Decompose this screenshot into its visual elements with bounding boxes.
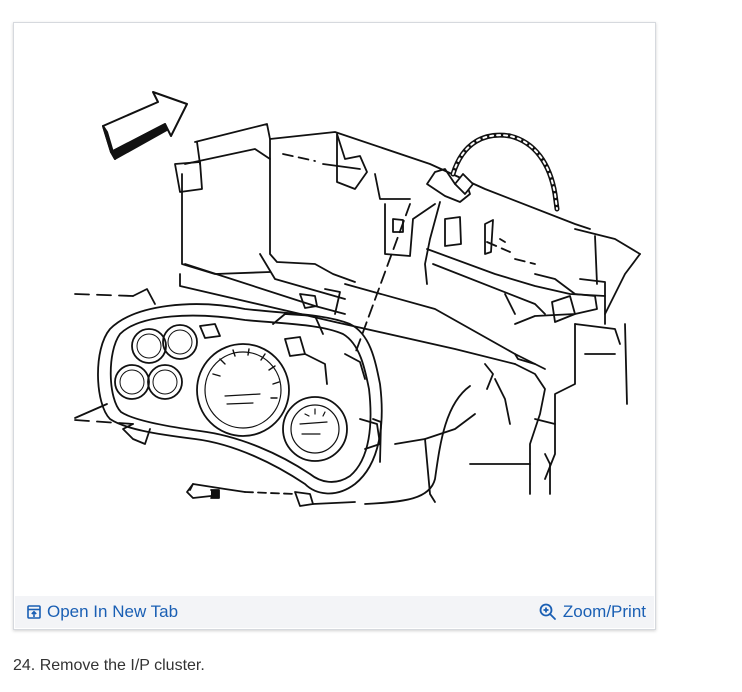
zoom-print-label: Zoom/Print bbox=[562, 602, 646, 621]
zoom-in-icon bbox=[539, 603, 557, 621]
ip-cluster-line-drawing bbox=[74, 91, 641, 507]
figure-toolbar: Open In New Tab Zoom/Print bbox=[15, 596, 654, 628]
ip-cluster-diagram bbox=[15, 24, 654, 599]
forward-direction-arrow bbox=[102, 91, 188, 160]
wiring-harness bbox=[354, 132, 560, 505]
step-caption: 24. Remove the I/P cluster. bbox=[13, 657, 205, 674]
zoom-print-link[interactable]: Zoom/Print bbox=[539, 602, 646, 622]
instrument-panel-structure bbox=[174, 123, 641, 503]
open-in-new-tab-link[interactable]: Open In New Tab bbox=[27, 602, 178, 622]
instrument-cluster bbox=[74, 288, 383, 507]
open-new-tab-icon bbox=[27, 605, 41, 619]
figure-frame: Open In New Tab Zoom/Print bbox=[13, 22, 656, 630]
open-in-new-tab-label: Open In New Tab bbox=[47, 602, 179, 621]
